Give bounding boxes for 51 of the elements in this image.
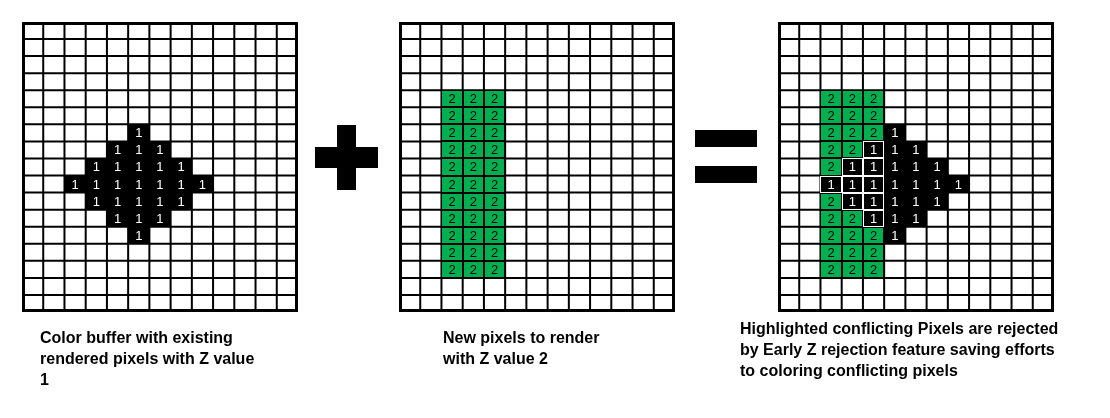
pixel-cell: 2 bbox=[820, 90, 842, 108]
pixel-cell: 1 bbox=[170, 158, 192, 176]
pixel-cell: 1 bbox=[905, 141, 927, 159]
pixel-cell: 2 bbox=[483, 124, 506, 142]
pixel-cell: 1 bbox=[106, 141, 129, 159]
highlighted-pixel-cell: 1 bbox=[841, 158, 863, 176]
pixel-cell: 1 bbox=[926, 158, 948, 176]
pixel-cell: 2 bbox=[820, 158, 842, 176]
pixel-cell: 2 bbox=[820, 107, 842, 125]
pixel-cell: 1 bbox=[884, 124, 906, 142]
pixel-cell: 1 bbox=[106, 158, 129, 176]
pixel-cell: 2 bbox=[462, 124, 484, 142]
pixel-cell: 2 bbox=[483, 90, 506, 108]
description-text: New pixels to render with Z value 2 bbox=[443, 328, 601, 369]
highlighted-pixel-cell: 1 bbox=[862, 141, 885, 159]
pixel-cell: 2 bbox=[462, 141, 484, 159]
pixel-cell: 2 bbox=[441, 158, 463, 176]
pixel-cell: 2 bbox=[483, 107, 506, 125]
pixel-grid bbox=[399, 22, 675, 312]
pixel-cell: 1 bbox=[149, 141, 171, 159]
pixel-cell: 2 bbox=[483, 141, 506, 159]
pixel-cell: 1 bbox=[884, 158, 906, 176]
pixel-cell: 2 bbox=[462, 158, 484, 176]
pixel-cell: 2 bbox=[441, 124, 463, 142]
highlighted-pixel-cell: 1 bbox=[862, 158, 885, 176]
pixel-grid bbox=[778, 22, 1054, 312]
pixel-cell: 2 bbox=[441, 90, 463, 108]
pixel-cell: 2 bbox=[841, 90, 863, 108]
pixel-cell: 2 bbox=[862, 107, 885, 125]
pixel-cell: 1 bbox=[85, 158, 107, 176]
description-text: Highlighted conflicting Pixels are rejected by Early Z rejection feature saving efforts to coloring conflicting pixels bbox=[740, 319, 1060, 381]
pixel-cell: 2 bbox=[483, 158, 506, 176]
pixel-cell: 1 bbox=[905, 158, 927, 176]
pixel-cell: 2 bbox=[841, 124, 863, 142]
pixel-cell: 2 bbox=[841, 141, 863, 159]
description-text: Color buffer with existing rendered pixels with Z value 1 bbox=[40, 328, 255, 390]
pixel-cell: 2 bbox=[462, 107, 484, 125]
pixel-cell: 2 bbox=[862, 124, 885, 142]
pixel-cell: 2 bbox=[841, 107, 863, 125]
pixel-cell: 2 bbox=[462, 90, 484, 108]
pixel-cell: 2 bbox=[441, 141, 463, 159]
pixel-cell: 2 bbox=[820, 124, 842, 142]
pixel-cell: 1 bbox=[128, 158, 150, 176]
pixel-cell: 1 bbox=[128, 141, 150, 159]
pixel-cell: 2 bbox=[862, 90, 885, 108]
pixel-cell: 1 bbox=[149, 158, 171, 176]
pixel-grid bbox=[22, 22, 298, 312]
pixel-cell: 1 bbox=[128, 124, 150, 142]
pixel-cell: 1 bbox=[884, 141, 906, 159]
pixel-cell: 2 bbox=[441, 107, 463, 125]
pixel-cell: 2 bbox=[820, 141, 842, 159]
